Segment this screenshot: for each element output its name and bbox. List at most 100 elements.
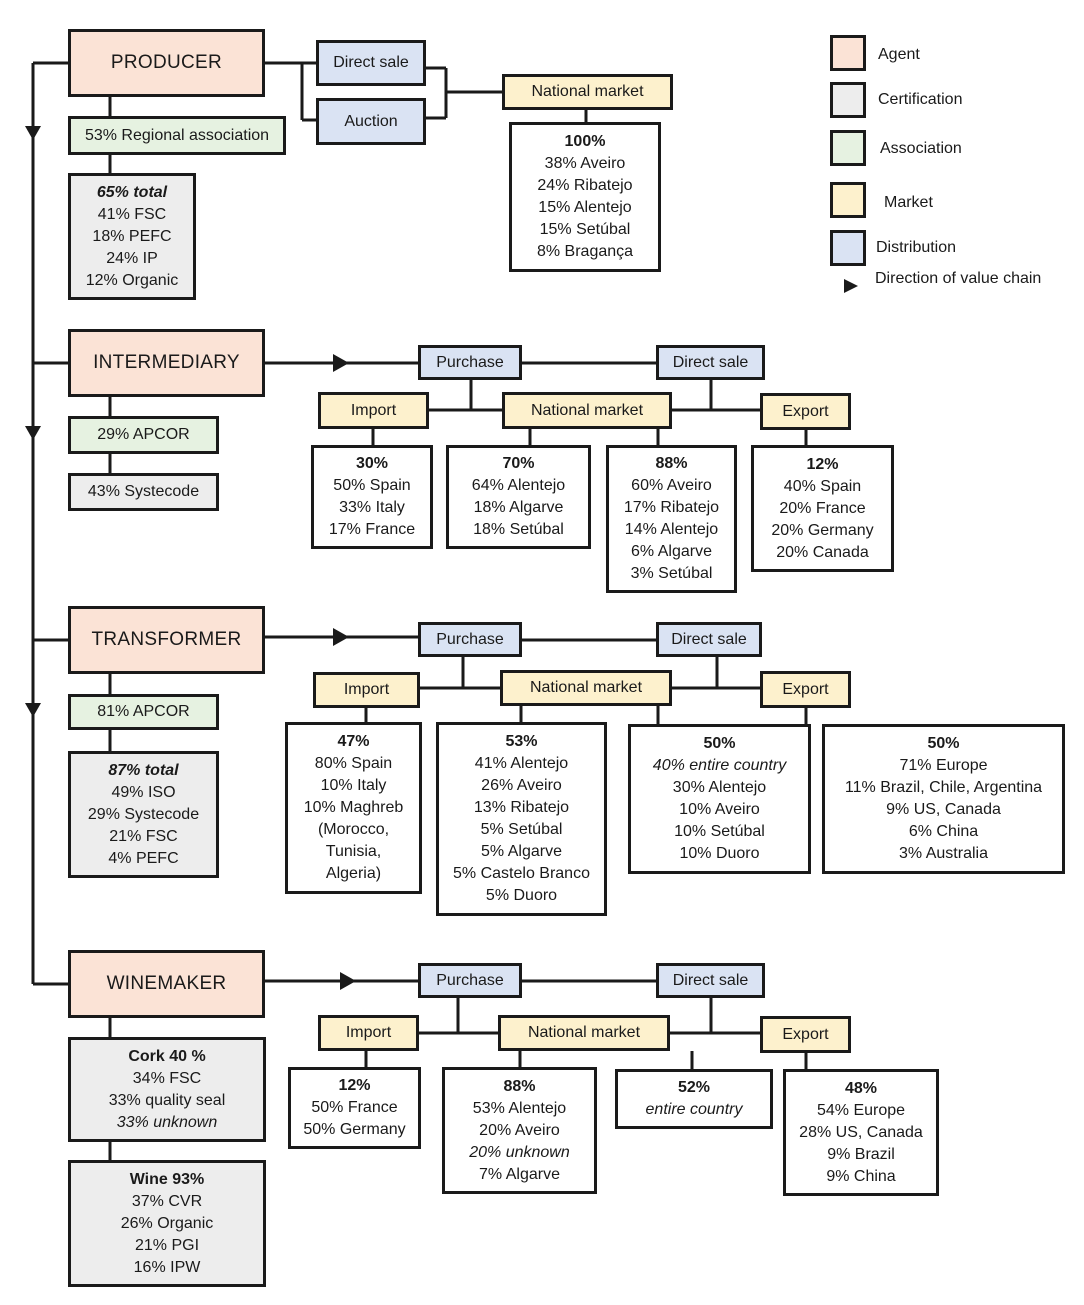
winemaker-purchase: Purchase (418, 963, 522, 998)
cert-line: 12% Organic (85, 271, 179, 289)
transformer-import: Import (313, 672, 420, 708)
producer-agent: PRODUCER (68, 29, 265, 97)
data-line: 47% (337, 733, 370, 750)
cert-line: 33% quality seal (108, 1091, 226, 1109)
legend-label-distribution: Distribution (876, 239, 957, 256)
data-line: 18% Setúbal (473, 521, 564, 538)
cert-line: 49% ISO (111, 783, 176, 801)
cert-line: 41% FSC (97, 205, 167, 223)
direction-arrow-icon (25, 703, 41, 717)
intermediary-national-market: National market (502, 392, 672, 429)
transformer-certification: 87% total 49% ISO 29% Systecode 21% FSC … (68, 751, 219, 878)
data-line: 38% Aveiro (544, 155, 626, 172)
winemaker-wine-certification: Wine 93% 37% CVR 26% Organic 21% PGI 16%… (68, 1160, 266, 1287)
data-line: 71% Europe (899, 757, 988, 774)
data-line: 9% US, Canada (886, 801, 1001, 818)
legend-label-direction: Direction of value chain (875, 270, 1042, 287)
legend-label-certification: Certification (878, 91, 963, 108)
cert-line: 33% unknown (116, 1113, 218, 1131)
data-line: Algeria) (325, 865, 382, 882)
data-line: 17% France (328, 521, 416, 538)
data-line: (Morocco, (317, 821, 390, 838)
cert-line: 87% total (108, 761, 179, 779)
winemaker-sale-national-data: 52% entire country (615, 1069, 773, 1129)
cert-line: Cork 40 % (128, 1047, 206, 1065)
data-line: 53% (505, 733, 538, 750)
data-line: 50% (703, 735, 736, 752)
data-line: 5% Castelo Branco (453, 865, 590, 882)
cert-line: 26% Organic (120, 1214, 214, 1232)
data-line: 12% (806, 455, 839, 473)
intermediary-export: Export (760, 393, 851, 430)
data-line: 40% entire country (652, 757, 787, 774)
data-line: 10% Italy (320, 777, 387, 794)
data-line: Tunisia, (325, 843, 382, 860)
cert-line: 29% Systecode (87, 805, 200, 823)
legend-swatch-distribution (830, 230, 866, 266)
cert-line: Wine 93% (129, 1170, 205, 1188)
data-line: 20% France (779, 499, 866, 517)
producer-association: 53% Regional association (68, 116, 286, 155)
transformer-agent: TRANSFORMER (68, 606, 265, 674)
transformer-export-data: 50% 71% Europe 11% Brazil, Chile, Argent… (822, 724, 1065, 874)
data-line: 20% Germany (771, 521, 874, 539)
winemaker-import: Import (318, 1015, 419, 1051)
data-line: 60% Aveiro (631, 477, 712, 494)
data-line: 20% Aveiro (479, 1121, 560, 1139)
data-line: 14% Alentejo (624, 521, 719, 538)
producer-national-market: National market (502, 74, 673, 110)
data-line: 30% Alentejo (672, 779, 767, 796)
direction-arrow-icon (333, 628, 349, 646)
data-line: 41% Alentejo (474, 755, 569, 772)
cert-line: 16% IPW (133, 1258, 201, 1276)
data-line: 80% Spain (314, 755, 393, 772)
legend-swatch-certification (830, 82, 866, 118)
cert-line: 4% PEFC (108, 849, 179, 867)
direction-arrow-icon (25, 426, 41, 440)
data-line: 26% Aveiro (481, 777, 562, 794)
transformer-association: 81% APCOR (68, 694, 219, 730)
legend-swatch-agent (830, 35, 866, 71)
intermediary-agent: INTERMEDIARY (68, 329, 265, 397)
data-line: 5% Duoro (485, 887, 558, 904)
data-line: 24% Ribatejo (537, 177, 633, 194)
data-line: 6% Algarve (631, 543, 712, 560)
direction-arrow-icon (25, 126, 41, 140)
data-line: 54% Europe (816, 1101, 906, 1119)
data-line: 9% Brazil (827, 1145, 895, 1163)
data-line: 15% Setúbal (539, 221, 631, 238)
data-line: 64% Alentejo (471, 477, 566, 494)
data-line: 3% Australia (899, 845, 988, 862)
data-line: 11% Brazil, Chile, Argentina (844, 779, 1043, 796)
data-line: 12% (338, 1077, 371, 1094)
data-line: 33% Italy (339, 499, 405, 516)
data-line: 10% Duoro (679, 845, 760, 862)
data-line: 5% Algarve (481, 843, 562, 860)
data-line: 15% Alentejo (538, 199, 632, 216)
data-line: 88% (503, 1077, 536, 1095)
cert-line: 21% FSC (109, 827, 178, 845)
direction-arrow-icon (340, 972, 356, 990)
data-line: 50% Germany (303, 1121, 406, 1138)
transformer-direct-sale: Direct sale (656, 622, 762, 657)
cert-line: 37% CVR (131, 1192, 203, 1210)
winemaker-agent: WINEMAKER (68, 950, 265, 1018)
intermediary-direct-sale: Direct sale (656, 345, 765, 380)
data-line: 52% (677, 1079, 711, 1096)
intermediary-import-data: 30% 50% Spain 33% Italy 17% France (311, 445, 433, 549)
intermediary-sale-national-data: 88% 60% Aveiro 17% Ribatejo 14% Alentejo… (606, 445, 737, 593)
data-line: 50% France (311, 1099, 398, 1116)
data-line: 50% (927, 735, 960, 752)
transformer-purchase-national-data: 53% 41% Alentejo 26% Aveiro 13% Ribatejo… (436, 722, 607, 916)
intermediary-export-data: 12% 40% Spain 20% France 20% Germany 20%… (751, 445, 894, 572)
data-line: 88% (655, 455, 688, 472)
data-line: 20% unknown (469, 1143, 570, 1161)
data-line: 10% Aveiro (679, 801, 760, 818)
producer-auction: Auction (316, 98, 426, 145)
data-line: 18% Algarve (473, 499, 564, 516)
transformer-national-market: National market (500, 670, 672, 706)
data-line: 40% Spain (783, 477, 862, 495)
data-line: 30% (355, 455, 389, 472)
cert-line: 24% IP (106, 249, 158, 267)
